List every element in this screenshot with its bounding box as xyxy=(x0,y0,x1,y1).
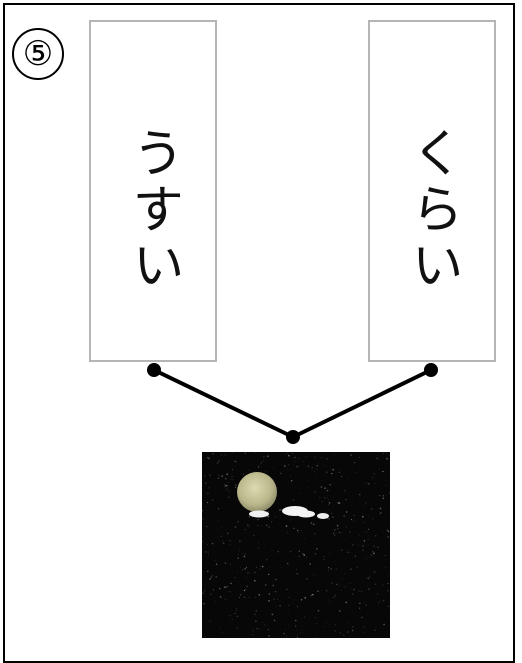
night-moon-illustration xyxy=(202,452,390,638)
night-moon-picture xyxy=(202,452,390,638)
word-card-label: くらい xyxy=(402,126,462,294)
cloud xyxy=(317,513,329,519)
moon xyxy=(237,472,277,512)
word-card-usui[interactable]: うすい xyxy=(89,20,217,362)
word-card-label: うすい xyxy=(123,126,183,294)
cloud xyxy=(249,510,269,518)
word-card-kurai[interactable]: くらい xyxy=(368,20,496,362)
cloud xyxy=(297,510,315,518)
problem-number-badge: ⑤ xyxy=(12,28,64,80)
